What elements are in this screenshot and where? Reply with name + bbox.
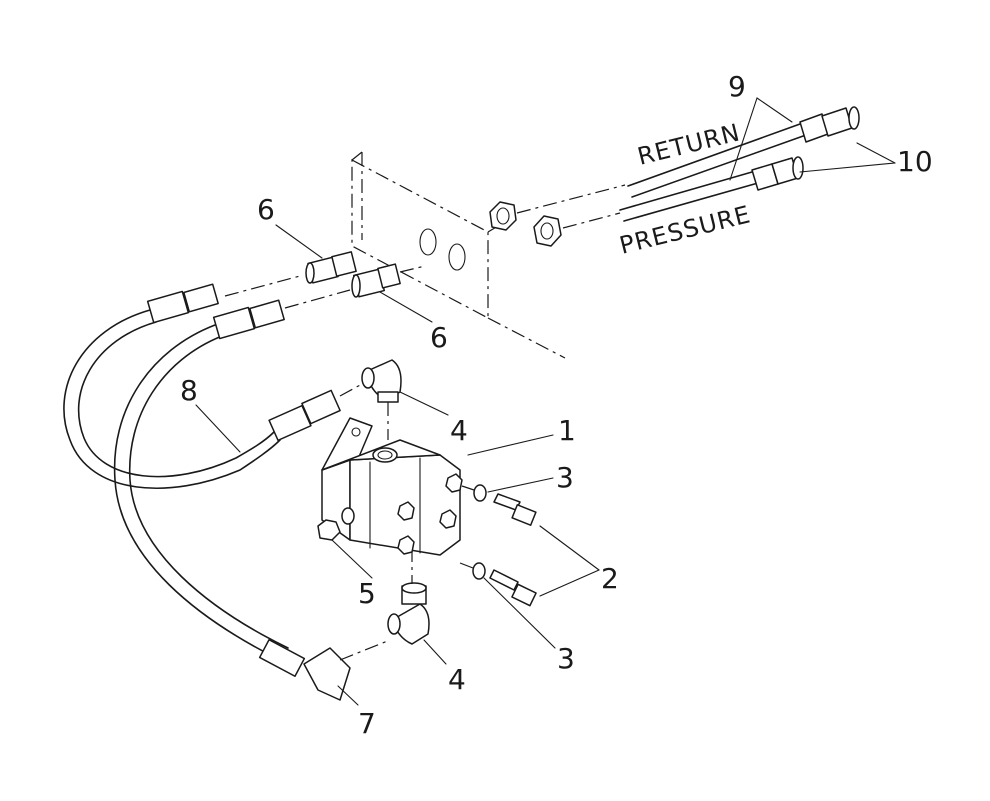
label-pressure: PRESSURE: [617, 200, 754, 260]
callout-2: 2: [601, 562, 619, 595]
gear-pump: [321, 417, 463, 556]
plug-5: [317, 519, 341, 541]
centerline-elbow-7: [339, 639, 391, 661]
lock-nut-upper: [489, 201, 517, 231]
callout-6-lower: 6: [430, 321, 448, 354]
centerline-return: [516, 184, 626, 214]
bulkhead-plate: [351, 151, 566, 359]
callout-4-lower: 4: [448, 663, 466, 696]
return-fitting: [799, 106, 860, 143]
callout-3-lower: 3: [557, 642, 575, 675]
cap-screw-upper: [493, 493, 537, 526]
centerline-pressure: [562, 212, 621, 229]
cap-screw-lower: [489, 569, 537, 607]
centerline-hose-upper: [224, 275, 301, 297]
callout-3-upper: 3: [556, 461, 574, 494]
callout-4-upper: 4: [450, 414, 468, 447]
washer-upper: [473, 484, 487, 502]
hose-outer: [63, 309, 281, 490]
centerline-plate-a: [399, 265, 426, 273]
hose-inner: [113, 324, 289, 661]
hose-end-pump: [268, 389, 341, 442]
centerline-screw-lower: [459, 562, 474, 569]
callout-6-upper: 6: [257, 193, 275, 226]
return-tube: [627, 123, 807, 198]
washer-lower: [472, 562, 486, 580]
bulkhead-fitting-lower: [351, 263, 401, 298]
callout-8: 8: [180, 374, 198, 407]
hose-end-upper: [146, 283, 219, 324]
elbow-fitting-7: [258, 639, 351, 701]
callout-5: 5: [358, 577, 376, 610]
elbow-fitting-4-lower: [387, 582, 430, 645]
callout-9: 9: [728, 70, 746, 103]
bulkhead-fitting-upper: [305, 251, 357, 284]
leader-lines: [195, 97, 896, 706]
centerline-hose-lower: [284, 289, 351, 309]
elbow-fitting-4-upper: [361, 359, 402, 403]
centerline-screw-upper: [461, 485, 475, 491]
callout-10: 10: [897, 145, 933, 178]
callout-1: 1: [558, 414, 576, 447]
centerline-pump-inlet: [339, 383, 363, 397]
hose-end-lower: [212, 299, 285, 340]
lock-nut-lower: [533, 215, 562, 247]
callout-7: 7: [358, 707, 376, 740]
pressure-fitting: [751, 156, 804, 191]
